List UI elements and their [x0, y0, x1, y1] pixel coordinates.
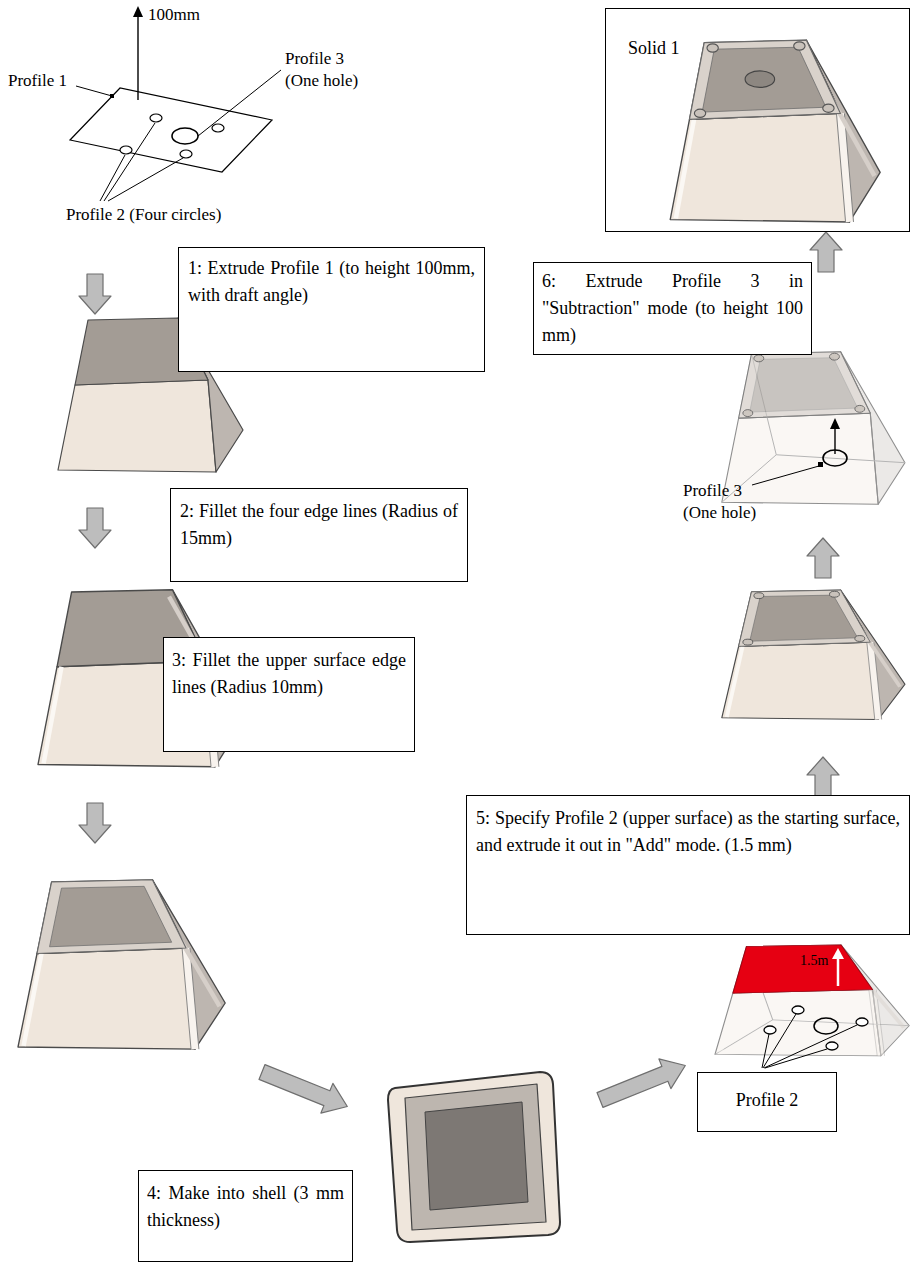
step-text: 4: Make into shell (3 mm thickness)	[147, 1180, 344, 1234]
profile-circle	[150, 114, 162, 122]
leader-line	[100, 155, 125, 201]
process-arrow	[79, 508, 111, 548]
solid-body	[722, 352, 905, 504]
process-arrow	[810, 232, 842, 272]
step-box: 2: Fillet the four edge lines (Radius of…	[170, 488, 468, 582]
shell-rim	[388, 1072, 560, 1242]
step-box: 5: Specify Profile 2 (upper surface) as …	[466, 795, 910, 935]
profile-circle	[212, 124, 224, 132]
process-arrow	[594, 1051, 691, 1115]
solid-body	[38, 590, 245, 767]
leader-line	[764, 1025, 857, 1068]
solid-body	[715, 945, 909, 1056]
result-frame: Solid 1	[605, 8, 910, 232]
profile-circle	[792, 1006, 804, 1014]
process-arrow	[79, 803, 111, 843]
shell-solid	[388, 1072, 560, 1242]
profile-circle	[826, 1042, 838, 1050]
start-surface	[733, 945, 873, 993]
leader-line	[104, 123, 155, 201]
profile-name: Profile 2	[704, 1087, 830, 1114]
step-text: 5: Specify Profile 2 (upper surface) as …	[476, 805, 900, 859]
profile-label: Profile 2 (Four circles)	[66, 204, 221, 226]
boss	[694, 42, 834, 118]
leader-line	[752, 466, 819, 485]
step-text: 3: Fillet the upper surface edge lines (…	[172, 647, 406, 701]
leader-dot	[110, 94, 114, 98]
boss-solid	[722, 590, 905, 719]
step-text: 1: Extrude Profile 1 (to height 100mm, w…	[188, 255, 475, 309]
profile-label: Profile 3 (One hole)	[683, 480, 775, 524]
profile-circle	[120, 146, 132, 154]
step-box: 4: Make into shell (3 mm thickness)	[138, 1170, 353, 1262]
step-text: 6: Extrude Profile 3 in "Subtraction" mo…	[542, 268, 803, 349]
process-arrow	[807, 757, 839, 797]
profile-label: Profile 1	[8, 70, 67, 92]
step-text: 2: Fillet the four edge lines (Radius of…	[180, 498, 458, 552]
offset-arrow	[837, 956, 840, 986]
profile-label: Profile 3 (One hole)	[285, 48, 377, 92]
boss	[743, 353, 865, 416]
extrude-direction	[834, 427, 835, 454]
profile-box: Profile 2	[697, 1072, 837, 1132]
solid-body	[722, 590, 905, 719]
top-fillet	[37, 880, 186, 954]
top-fillet	[689, 40, 840, 119]
profile-circle	[856, 1018, 868, 1026]
edge-fillet	[44, 597, 240, 767]
shell-wall	[405, 1084, 546, 1230]
solid-body	[670, 40, 880, 222]
step-box: 6: Extrude Profile 3 in "Subtraction" mo…	[533, 262, 812, 355]
filleted-solid	[38, 590, 245, 767]
leader-line	[108, 158, 183, 201]
profile-hole	[814, 1018, 838, 1034]
boss	[743, 591, 865, 645]
step-box: 3: Fillet the upper surface edge lines (…	[163, 637, 415, 752]
profile-circle	[180, 150, 192, 158]
top-fillet	[739, 590, 871, 646]
solid-body	[18, 880, 225, 1049]
step-box: 1: Extrude Profile 1 (to height 100mm, w…	[178, 247, 485, 372]
hole-profile	[752, 418, 847, 485]
profile-circles	[762, 948, 868, 1068]
sketch-plane	[70, 88, 272, 172]
solid-body	[58, 318, 243, 472]
leader-line	[765, 1049, 827, 1068]
top-fillet	[739, 352, 871, 418]
result-title: Solid 1	[628, 35, 899, 62]
extruded-solid	[58, 318, 243, 472]
process-arrow	[807, 538, 839, 578]
translucent-solid	[722, 352, 905, 504]
dimension-label: 100mm	[148, 4, 200, 26]
leader-line	[198, 70, 281, 136]
translucent-solid	[715, 945, 909, 1056]
leader-line	[76, 86, 112, 96]
dimension-label: 1.5m	[800, 952, 828, 970]
leader-line	[762, 1034, 769, 1068]
profile-hole	[172, 128, 198, 144]
profile-sketch	[70, 6, 281, 201]
center-hole	[745, 71, 775, 88]
process-arrow	[256, 1057, 353, 1121]
profile-circle	[764, 1026, 776, 1034]
arrowhead	[832, 948, 844, 959]
arrowhead	[830, 418, 840, 429]
filleted-solid	[18, 880, 225, 1049]
arrowhead	[133, 6, 143, 17]
extrude-direction	[137, 14, 138, 100]
shell-floor	[425, 1102, 528, 1210]
final-solid	[670, 40, 880, 222]
process-arrow	[79, 274, 111, 314]
